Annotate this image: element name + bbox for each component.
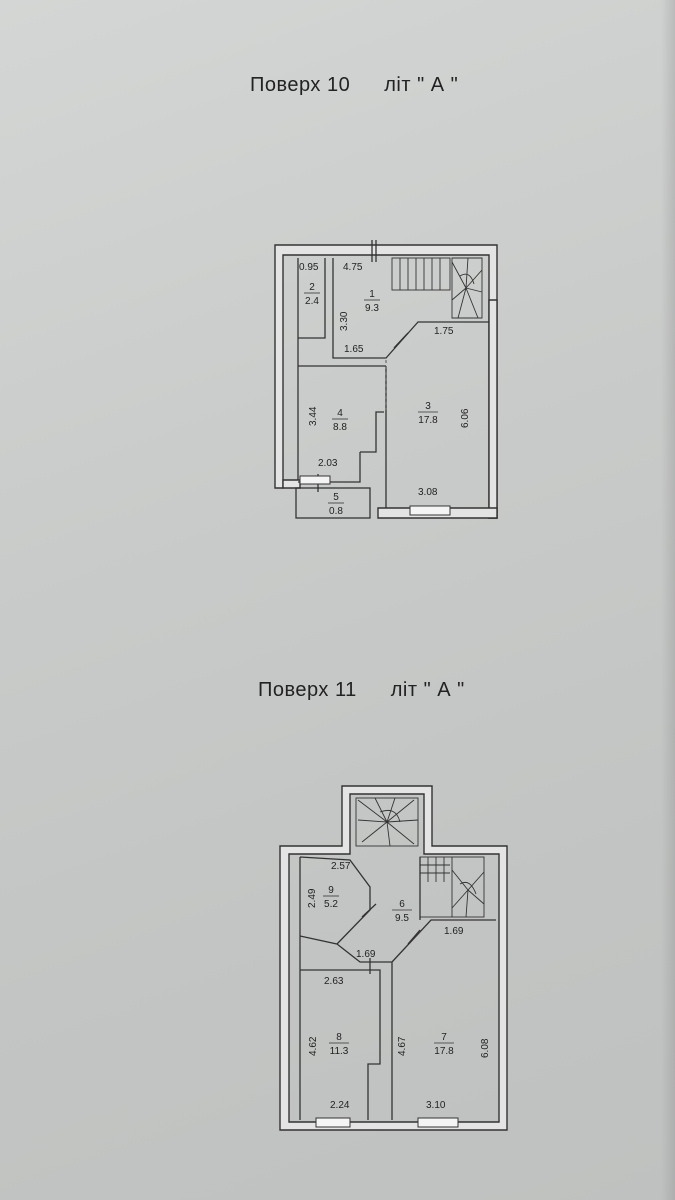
room-7-label: 7 17.8 — [434, 1032, 454, 1057]
floor-11-title: Поверх 11 літ " А " — [258, 679, 465, 702]
dim-2.24: 2.24 — [330, 1100, 350, 1111]
room-8-number: 8 — [336, 1032, 342, 1043]
floor-10-label: Поверх 10 — [250, 74, 351, 96]
floor-11-window-left — [315, 1117, 351, 1128]
floor-10-partitions — [297, 258, 489, 508]
dim-4.62: 4.62 — [308, 1036, 319, 1056]
room-1-area: 9.3 — [365, 303, 379, 314]
room-4-label: 4 8.8 — [332, 408, 348, 433]
floor-10-right-wall — [488, 299, 498, 519]
dim-3.10: 3.10 — [426, 1100, 446, 1111]
room-2-label: 2 2.4 — [304, 282, 320, 307]
room-9-label: 9 5.2 — [323, 885, 339, 910]
dim-1.75: 1.75 — [434, 326, 454, 337]
room-5-number: 5 — [333, 492, 339, 503]
dim-6.08: 6.08 — [480, 1038, 491, 1058]
floor-11-outer-wall — [279, 785, 508, 1131]
dim-2.57: 2.57 — [331, 861, 351, 872]
room-5-label: 5 0.8 — [328, 492, 344, 517]
floor-11-lit-label: літ " А " — [390, 679, 465, 701]
dim-0.95: 0.95 — [299, 262, 319, 273]
room-6-area: 9.5 — [395, 913, 409, 924]
dim-4.67: 4.67 — [397, 1036, 408, 1056]
dim-1.69-left: 1.69 — [356, 949, 376, 960]
room-3-number: 3 — [425, 401, 431, 412]
dim-6.06: 6.06 — [460, 408, 471, 428]
floor-10-window-bottom — [409, 505, 451, 516]
floor-11-window-right — [417, 1117, 459, 1128]
floor-10-door-diag — [393, 332, 409, 349]
room-3-area: 17.8 — [418, 415, 438, 426]
floor-11-right-staircase — [419, 856, 485, 918]
floor-10-plan: 0.95 4.75 3.30 1.75 1.65 3.44 6.06 2.03 … — [274, 240, 498, 519]
room-2-number: 2 — [309, 282, 315, 293]
room-8-area: 11.3 — [330, 1046, 349, 1057]
floor-11-top-staircase — [355, 797, 419, 847]
room-5-outline — [295, 487, 371, 519]
dim-4.75: 4.75 — [343, 262, 363, 273]
room-4-number: 4 — [337, 408, 343, 419]
room-6-label: 6 9.5 — [392, 899, 412, 924]
room-5-area: 0.8 — [329, 506, 343, 517]
room-3-label: 3 17.8 — [418, 401, 438, 426]
dim-2.03: 2.03 — [318, 458, 338, 469]
floor-11-plan: 2.57 2.49 1.69 1.69 2.63 4.62 4.67 6.08 … — [279, 785, 508, 1131]
dim-1.65: 1.65 — [344, 344, 364, 355]
dim-3.44: 3.44 — [308, 406, 319, 426]
dim-3.08: 3.08 — [418, 487, 438, 498]
room-9-area: 5.2 — [324, 899, 338, 910]
dim-2.49: 2.49 — [307, 888, 318, 908]
room-4-area: 8.8 — [333, 422, 347, 433]
floor-11-label: Поверх 11 — [258, 679, 357, 701]
room-1-label: 1 9.3 — [364, 289, 380, 314]
dim-3.30: 3.30 — [339, 311, 350, 331]
floor-11-partitions — [299, 856, 496, 1120]
room-7-area: 17.8 — [434, 1046, 454, 1057]
floor-10-lit-label: літ " А " — [384, 74, 459, 96]
room-1-number: 1 — [369, 289, 375, 300]
floor-10-title: Поверх 10 літ " А " — [250, 74, 458, 97]
dim-1.69-right: 1.69 — [444, 926, 464, 937]
dim-2.63: 2.63 — [324, 976, 344, 987]
room-9-number: 9 — [328, 885, 334, 896]
floor-11-door-7 — [407, 929, 421, 945]
room-6-number: 6 — [399, 899, 405, 910]
floor-10-staircase — [391, 257, 483, 319]
floor-11-door-9 — [361, 903, 377, 918]
floor-10-window-left — [299, 475, 331, 485]
room-8-label: 8 11.3 — [329, 1032, 349, 1057]
room-2-area: 2.4 — [305, 296, 319, 307]
room-7-number: 7 — [441, 1032, 447, 1043]
paper-edge-shadow — [661, 0, 675, 1200]
floor-10-bottom-wall — [282, 479, 301, 489]
